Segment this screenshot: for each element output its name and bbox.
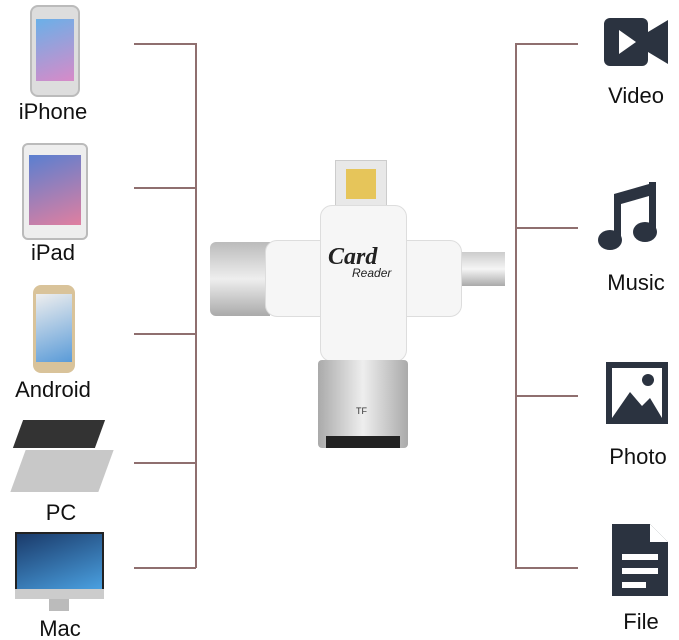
feature-label-photo: Photo	[609, 444, 667, 469]
laptop-screen	[12, 420, 106, 448]
imac-icon	[15, 532, 104, 612]
iphone-screen	[36, 19, 74, 81]
left-branch-line	[134, 187, 196, 189]
right-branch-line	[515, 567, 578, 569]
file-icon	[612, 524, 668, 596]
left-branch-line	[134, 462, 196, 464]
ipad-icon	[22, 143, 88, 240]
tf-slot-opening	[326, 436, 400, 448]
photo-icon	[606, 362, 668, 424]
logo-card: Card	[328, 244, 378, 270]
right-branch-line	[515, 227, 578, 229]
device-label-ipad: iPad	[30, 240, 76, 265]
left-branch-line	[134, 567, 196, 569]
left-branch-line	[134, 333, 196, 335]
card-reader-product: Card Reader TF	[210, 160, 510, 450]
left-trunk-line	[195, 43, 197, 568]
micro-usb-connector	[455, 252, 505, 286]
imac-stand	[49, 599, 69, 611]
feature-label-music: Music	[607, 270, 665, 295]
laptop-keyboard	[10, 450, 114, 492]
logo-reader: Reader	[352, 266, 392, 280]
right-branch-line	[515, 43, 578, 45]
lightning-connector	[335, 160, 387, 212]
feature-label-file: File	[623, 609, 659, 634]
usb-c-connector	[210, 242, 270, 316]
device-label-iphone: iPhone	[18, 99, 88, 124]
left-branch-line	[134, 43, 196, 45]
android-phone-icon	[33, 285, 75, 373]
card-reader-body-cross	[320, 205, 407, 362]
right-branch-line	[515, 395, 578, 397]
tf-slot-connector: TF	[318, 360, 408, 448]
imac-chin	[15, 589, 104, 599]
right-trunk-line	[515, 43, 517, 568]
device-label-android: Android	[15, 377, 91, 402]
ipad-screen	[29, 155, 81, 225]
android-screen	[36, 294, 72, 362]
device-label-pc: PC	[45, 500, 77, 525]
iphone-icon	[30, 5, 80, 97]
feature-label-video: Video	[608, 83, 664, 108]
laptop-icon	[8, 420, 114, 500]
lightning-contacts	[346, 169, 376, 199]
video-camera-icon	[604, 18, 668, 66]
imac-screen	[15, 532, 104, 591]
tf-label: TF	[356, 406, 367, 416]
device-label-mac: Mac	[39, 616, 81, 640]
music-note-icon	[598, 182, 657, 250]
